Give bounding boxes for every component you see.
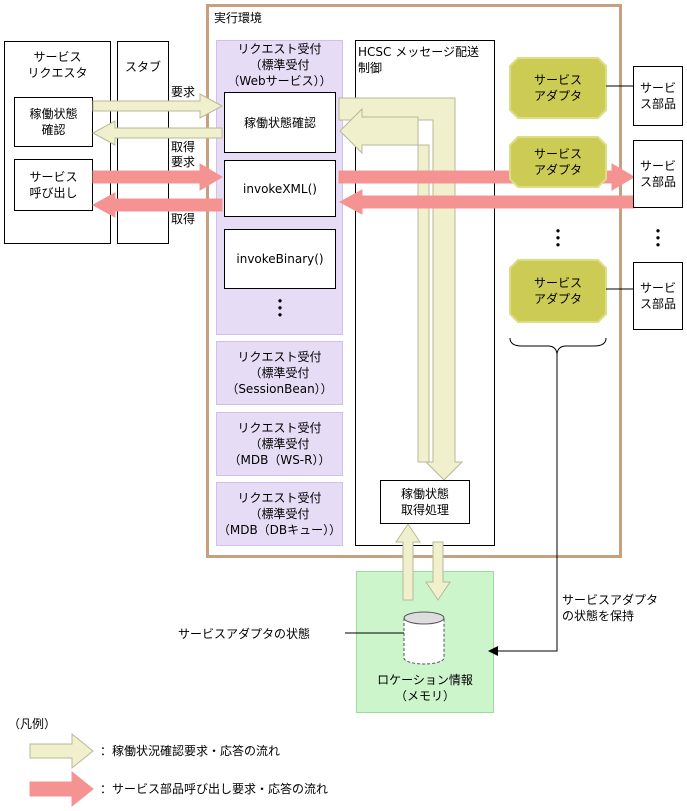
keeps-state-label: サービスアダプタ の状態を保持 [562, 593, 659, 623]
legend-status-arrow [29, 732, 94, 770]
legend-call-text: ：サービス部品呼び出し要求・応答の流れ [100, 782, 329, 796]
reception-session-bean: リクエスト受付 （標準受付 （SessionBean）） [216, 341, 343, 405]
component-1: サービ ス部品 [633, 66, 683, 126]
component-request-arrow [338, 163, 635, 191]
runtime-environment [206, 4, 622, 558]
adapter-1 [509, 57, 607, 119]
legend-status-text: ：稼働状況確認要求・応答の流れ [100, 744, 281, 758]
acquire-label-1: 取得 [171, 140, 196, 154]
status-check-method: 稼働状態確認 [224, 92, 336, 153]
status-down-arrow [338, 97, 464, 481]
location-info-label: ロケーション情報 （メモリ） [377, 673, 473, 703]
component-3: サービ ス部品 [633, 262, 683, 330]
adapter-3 [509, 259, 607, 323]
request-label-2: 要求 [171, 155, 196, 169]
stub-label: スタブ [124, 60, 161, 74]
adapter-label-3: サービス アダプタ [533, 276, 582, 306]
requester-title: サービス リクエスタ [27, 50, 88, 80]
adapter-state-label: サービスアダプタの状態 [178, 627, 311, 641]
status-up-arrow [339, 107, 430, 463]
database-icon [403, 611, 445, 665]
memory-down-arrow [425, 541, 451, 601]
adapter-label-1: サービス アダプタ [533, 73, 582, 103]
status-request-arrow [92, 93, 224, 119]
acquire-label-2: 取得 [171, 212, 196, 226]
call-response-arrow [91, 192, 223, 218]
status-acquire-box: 稼働状態 取得処理 [380, 480, 470, 524]
service-call-box: サービス 呼び出し [14, 159, 93, 211]
invoke-binary-method: invokeBinary() [224, 229, 336, 289]
reception-mdb-wsr: リクエスト受付 （標準受付 （MDB（WS-R）） [216, 412, 343, 476]
hcsc-label: HCSC メッセージ配送 制御 [358, 45, 479, 75]
reception-web-label: リクエスト受付 （標準受付 （Webサービス）） [227, 42, 332, 88]
adapters-brace [509, 337, 607, 355]
component-2: サービ ス部品 [633, 140, 683, 208]
runtime-label: 実行環境 [214, 11, 263, 25]
invoke-xml-method: invokeXML() [224, 160, 336, 217]
adapter-label-2: サービス アダプタ [533, 147, 582, 177]
legend-call-arrow [29, 770, 94, 808]
request-label-1: 要求 [171, 85, 196, 99]
status-response-arrow [91, 120, 223, 146]
legend-title: （凡例） [8, 717, 57, 731]
component-ellipsis: ・ ・ ・ [649, 222, 666, 255]
hcsc-message-control [355, 40, 495, 546]
adapter-2 [509, 136, 607, 188]
status-check-box: 稼働状態 確認 [14, 97, 93, 147]
reception-mdb-db: リクエスト受付 （標準受付 （MDB（DBキュー）） [216, 482, 343, 546]
component-response-arrow [338, 189, 635, 215]
call-request-arrow [92, 163, 223, 191]
adapter-ellipsis: ・ ・ ・ [549, 222, 566, 255]
memory-up-arrow [395, 523, 421, 601]
